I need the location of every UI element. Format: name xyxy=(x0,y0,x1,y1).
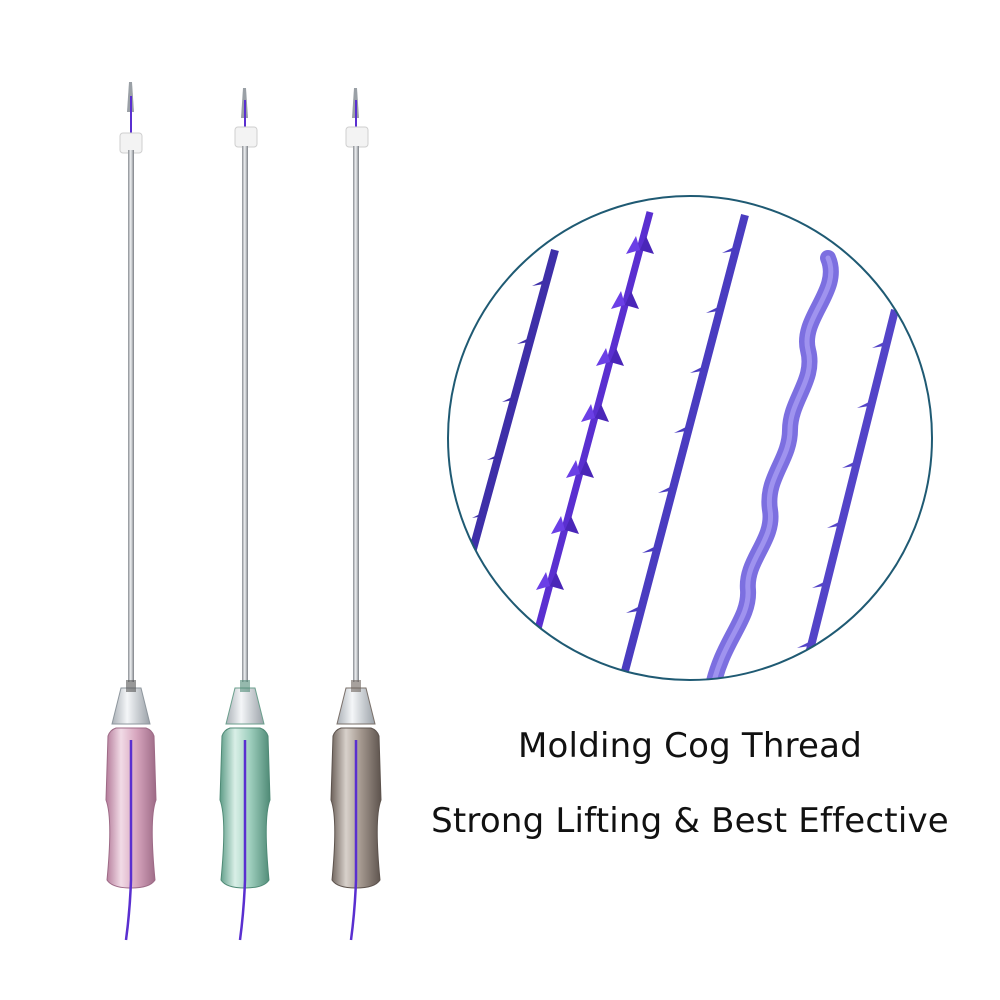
magnifier-circle xyxy=(447,195,933,681)
thread-notched-1 xyxy=(466,248,559,562)
caption-subtitle: Strong Lifting & Best Effective xyxy=(431,801,949,841)
thread-molded xyxy=(704,250,839,680)
thread-barbed xyxy=(531,211,654,641)
caption-title: Molding Cog Thread xyxy=(518,726,862,766)
needle-green xyxy=(219,88,271,941)
magnified-thread-detail xyxy=(447,195,933,681)
needle-brown xyxy=(330,88,382,941)
thread-notched-2 xyxy=(616,213,749,680)
thread-notched-3 xyxy=(796,309,899,680)
needle-pink xyxy=(105,82,157,941)
